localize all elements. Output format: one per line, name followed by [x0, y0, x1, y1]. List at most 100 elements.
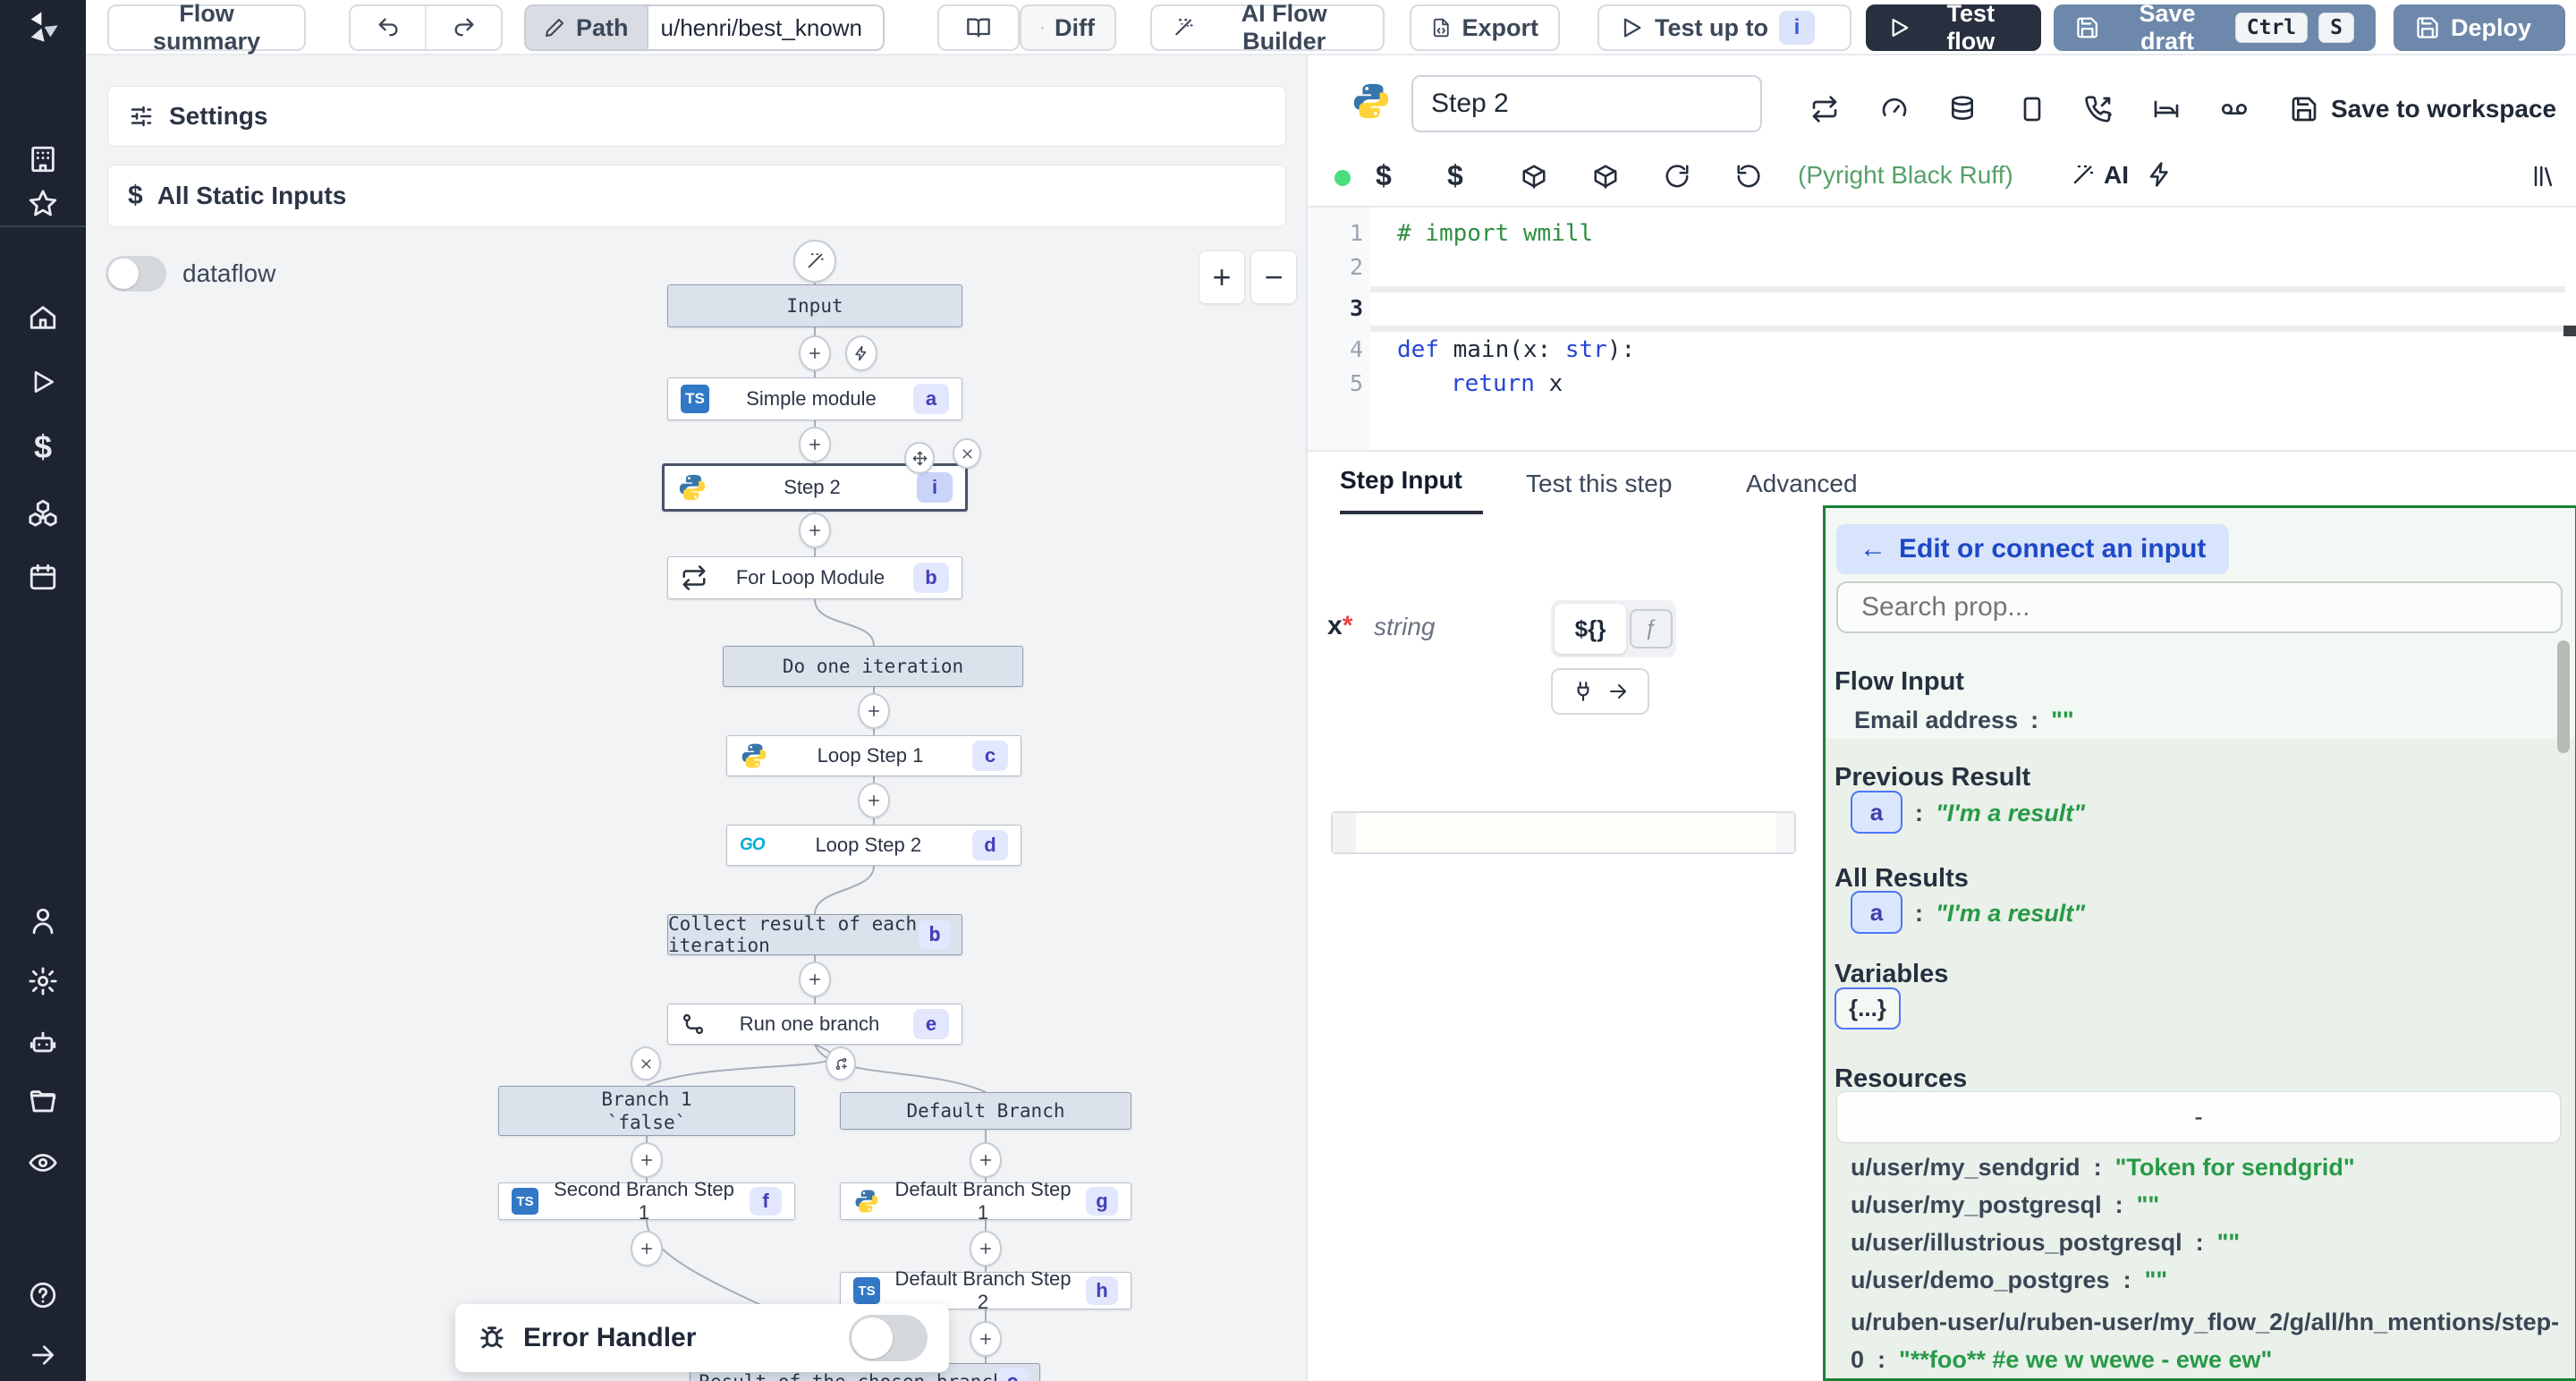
all-static-inputs-bar[interactable]: $ All Static Inputs	[107, 165, 1286, 227]
add-step-icon[interactable]	[970, 1142, 1002, 1178]
expand-sidebar-arrow-icon[interactable]	[29, 1341, 57, 1369]
flow-node-second-branch-step1[interactable]: TS Second Branch Step 1 f	[498, 1178, 795, 1224]
prev-result-id-badge[interactable]: a	[1851, 791, 1902, 834]
resource-row[interactable]: u/user/demo_postgres : ""	[1851, 1267, 2168, 1293]
move-step-icon[interactable]	[904, 442, 935, 474]
flow-node-collect-result[interactable]: Collect result of each iteration b	[667, 913, 962, 956]
assets-dollar-icon[interactable]: $	[1376, 159, 1392, 191]
ai-edit-flow-icon[interactable]	[793, 240, 836, 283]
windmill-logo-icon[interactable]	[25, 9, 61, 45]
flow-canvas[interactable]: Settings $ All Static Inputs dataflow + …	[86, 55, 1306, 1381]
diff-button[interactable]: Diff	[1020, 4, 1116, 51]
redo-icon[interactable]	[427, 6, 501, 49]
add-step-icon[interactable]	[970, 1231, 1002, 1267]
resources-cubes-icon[interactable]	[28, 497, 58, 528]
path-label-chip[interactable]: Path	[524, 4, 647, 51]
help-icon[interactable]	[28, 1280, 58, 1310]
flow-node-loop-step1[interactable]: Loop Step 1 c	[726, 735, 1021, 776]
variables-dollar-icon[interactable]: $	[1447, 159, 1463, 191]
resource-select[interactable]: -	[1836, 1091, 2561, 1143]
users-icon[interactable]	[28, 906, 58, 936]
step-name-input[interactable]: Step 2	[1411, 75, 1762, 132]
concurrency-gauge-icon[interactable]	[1880, 95, 1909, 123]
remove-branch-icon[interactable]	[631, 1046, 661, 1080]
package-icon[interactable]	[1521, 163, 1547, 190]
resource-row[interactable]: u/user/my_sendgrid : "Token for sendgrid…	[1851, 1154, 2355, 1181]
flow-node-default-branch-step1[interactable]: Default Branch Step 1 g	[840, 1178, 1131, 1224]
resource-row[interactable]: u/user/illustrious_postgresql : ""	[1851, 1229, 2241, 1256]
add-step-icon[interactable]	[858, 693, 890, 729]
search-prop-input[interactable]	[1836, 581, 2563, 633]
tab-test-this-step[interactable]: Test this step	[1526, 452, 1672, 516]
package-icon[interactable]	[1592, 163, 1619, 190]
retries-icon[interactable]	[1810, 95, 1839, 123]
schedules-calendar-icon[interactable]	[28, 562, 58, 592]
ai-flow-builder-button[interactable]: AI Flow Builder	[1150, 0, 1385, 55]
tab-advanced[interactable]: Advanced	[1746, 452, 1858, 516]
docs-book-button[interactable]	[937, 4, 1020, 51]
workspace-icon[interactable]	[28, 144, 58, 174]
audit-eye-icon[interactable]	[28, 1148, 58, 1178]
reload-cw-icon[interactable]	[1664, 163, 1690, 190]
dataflow-toggle[interactable]	[106, 256, 166, 292]
flow-node-default-branch-step2[interactable]: TS Default Branch Step 2 h	[840, 1267, 1131, 1313]
path-input[interactable]: u/henri/best_known	[646, 4, 885, 51]
add-step-icon[interactable]	[799, 427, 831, 462]
zoom-out-button[interactable]: −	[1250, 250, 1297, 304]
save-draft-button[interactable]: Save draft Ctrl S	[2054, 0, 2376, 55]
bolt-icon[interactable]	[2147, 161, 2174, 188]
deploy-button[interactable]: Deploy	[2394, 4, 2565, 51]
flow-summary-button[interactable]: Flow summary	[107, 0, 306, 55]
folders-icon[interactable]	[28, 1087, 58, 1117]
runs-play-icon[interactable]	[29, 368, 57, 396]
trigger-bolt-icon[interactable]	[845, 335, 877, 371]
favorites-star-icon[interactable]	[28, 189, 58, 219]
expr-mode-button[interactable]: ${}	[1555, 604, 1626, 654]
export-button[interactable]: Export	[1410, 4, 1560, 51]
sleep-icon[interactable]	[2152, 95, 2181, 123]
variables-badge[interactable]: {...}	[1835, 987, 1901, 1029]
add-step-icon[interactable]	[799, 335, 831, 371]
flow-node-do-one-iteration[interactable]: Do one iteration	[723, 646, 1023, 687]
add-step-icon[interactable]	[799, 962, 831, 997]
flow-node-run-one-branch[interactable]: Run one branch e	[667, 1004, 962, 1045]
workers-robot-icon[interactable]	[28, 1027, 58, 1057]
save-to-workspace-button[interactable]: Save to workspace	[2290, 95, 2556, 123]
mock-voicemail-icon[interactable]	[2220, 95, 2249, 123]
arg-value-input[interactable]	[1331, 811, 1796, 854]
flow-input-email-row[interactable]: Email address : ""	[1854, 707, 2074, 734]
flow-node-simple-module[interactable]: TS Simple module a	[667, 377, 962, 420]
panel-scrollbar-thumb[interactable]	[2557, 640, 2570, 753]
add-branch-icon[interactable]	[826, 1046, 856, 1080]
code-editor[interactable]: 1 2 3 4 5 # import wmill def main(x: str…	[1308, 206, 2576, 452]
undo-icon[interactable]	[351, 6, 427, 49]
reload-ccw-icon[interactable]	[1735, 163, 1762, 190]
add-step-icon[interactable]	[631, 1142, 663, 1178]
tab-step-input[interactable]: Step Input	[1340, 452, 1483, 516]
flow-node-for-loop[interactable]: For Loop Module b	[667, 556, 962, 599]
all-results-id-badge[interactable]: a	[1851, 891, 1902, 934]
flow-node-default-branch[interactable]: Default Branch	[840, 1092, 1131, 1130]
add-step-icon[interactable]	[631, 1231, 663, 1267]
fn-mode-button[interactable]: ƒ	[1630, 609, 1673, 648]
test-flow-button[interactable]: Test flow	[1866, 0, 2041, 55]
add-step-icon[interactable]	[970, 1321, 1002, 1357]
early-stop-icon[interactable]	[2018, 95, 2046, 123]
flow-settings-bar[interactable]: Settings	[107, 86, 1286, 147]
settings-gear-icon[interactable]	[28, 966, 58, 996]
flow-node-input[interactable]: Input	[667, 284, 962, 327]
ai-gen-button[interactable]: AI	[2070, 161, 2129, 190]
remove-step-icon[interactable]	[953, 438, 981, 469]
resource-row[interactable]: u/user/my_postgresql : ""	[1851, 1191, 2160, 1218]
error-handler-toggle[interactable]	[849, 1315, 928, 1361]
connect-input-button[interactable]	[1551, 668, 1649, 715]
variables-dollar-icon[interactable]: $	[33, 428, 53, 465]
test-up-to-button[interactable]: Test up to i	[1597, 4, 1852, 51]
suspend-phone-icon[interactable]	[2084, 95, 2113, 123]
add-step-icon[interactable]	[858, 783, 890, 818]
flow-node-branch1[interactable]: Branch 1 `false`	[498, 1086, 795, 1136]
home-icon[interactable]	[28, 302, 58, 333]
add-step-icon[interactable]	[799, 513, 831, 548]
cache-database-icon[interactable]	[1948, 95, 1977, 123]
zoom-in-button[interactable]: +	[1199, 250, 1245, 304]
